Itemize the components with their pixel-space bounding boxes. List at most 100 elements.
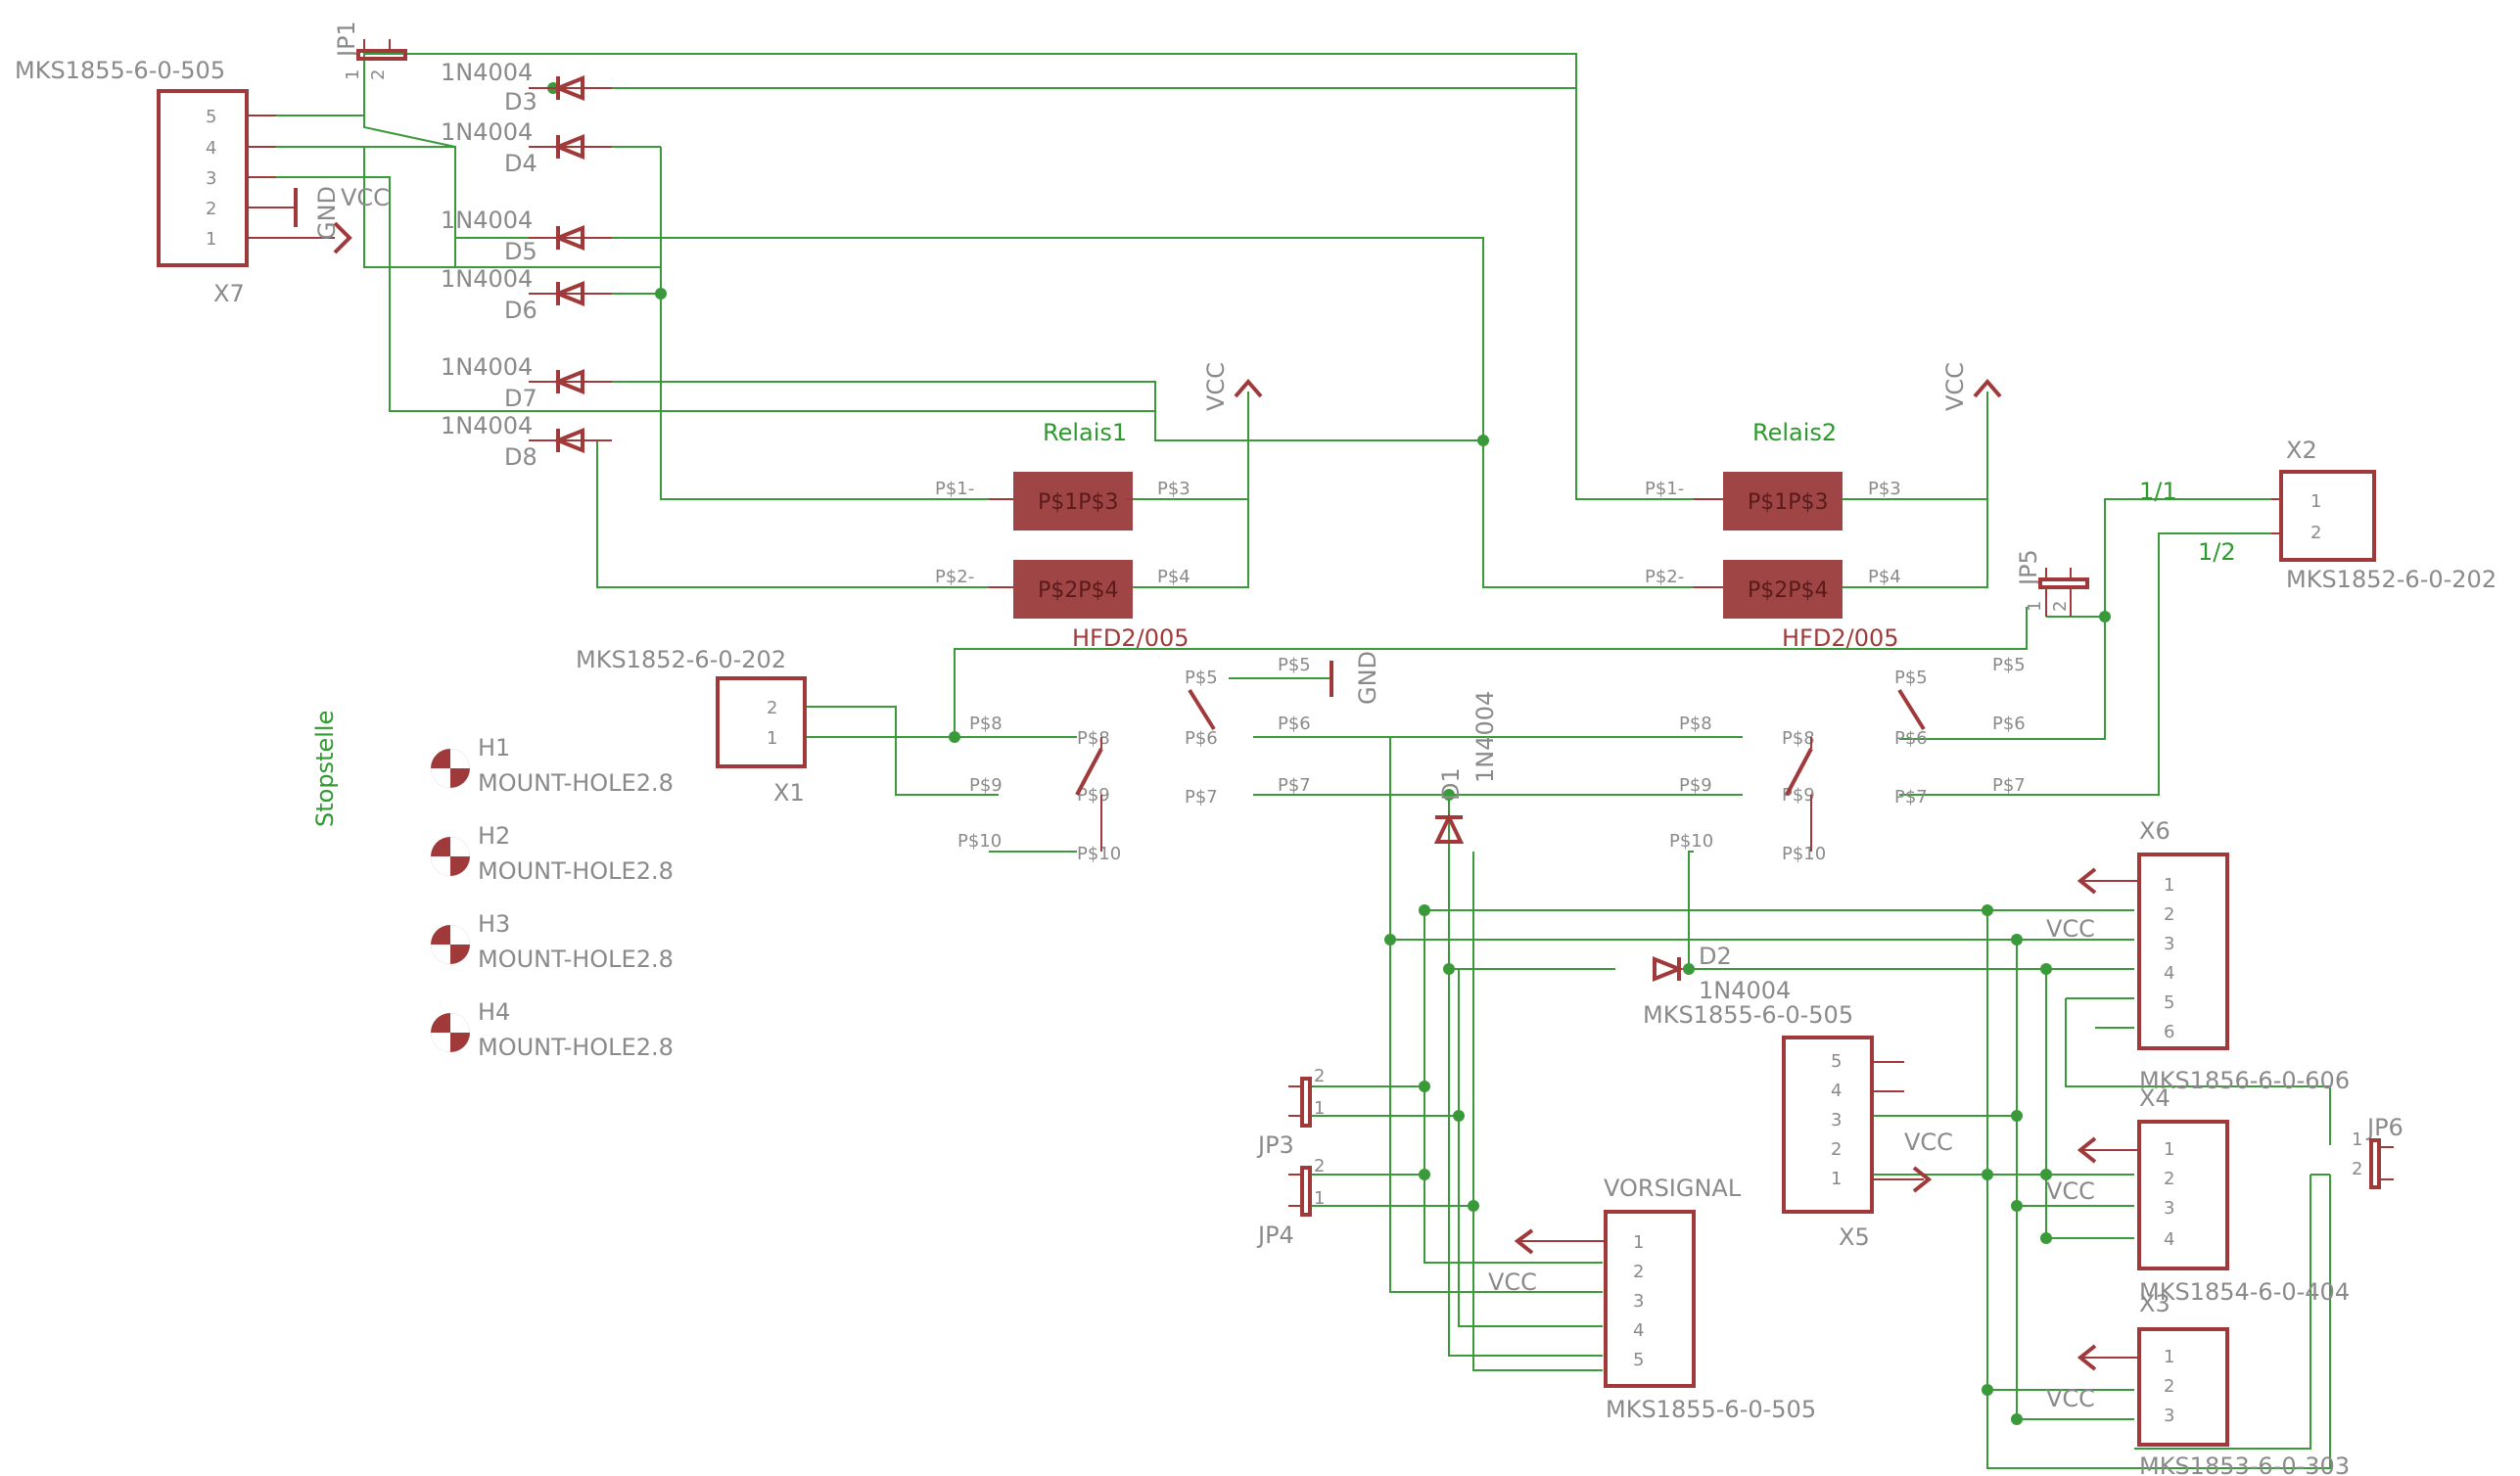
relais2-pin-4: P$4 — [1868, 567, 1901, 587]
h3-name: H3 — [478, 910, 510, 938]
jumper-jp5[interactable]: JP5 1 2 — [2015, 549, 2089, 617]
vcc-label: VCC — [2046, 1177, 2095, 1205]
pin-p7: P$7 — [1185, 787, 1218, 807]
x6-pin-2: 2 — [2164, 904, 2174, 925]
pin-p9: P$9 — [1679, 775, 1712, 796]
x4-pin-2: 2 — [2164, 1169, 2174, 1189]
x3-body — [2137, 1327, 2229, 1447]
vcc-label: VCC — [1202, 362, 1230, 411]
connector-x3[interactable]: X3 1 2 3 VCC MKS1853-6-0-303 — [2046, 1290, 2350, 1476]
h4-name: H4 — [478, 998, 510, 1026]
x2-name: X2 — [2286, 437, 2317, 464]
connector-x7[interactable]: MKS1855-6-0-505 5 4 3 2 1 X7 GND VCC — [15, 57, 390, 307]
diode-d3[interactable]: 1N4004 D3 — [441, 59, 612, 115]
pin-p6: P$6 — [1992, 714, 2026, 734]
junction-dot — [1982, 1169, 1993, 1180]
x2-body — [2279, 470, 2376, 562]
junction-dot — [2040, 1169, 2052, 1180]
vorsignal-pin-2: 2 — [1633, 1262, 1644, 1282]
d1-diode-icon — [1433, 812, 1465, 844]
jumper-jp4[interactable]: 2 1 JP4 — [1256, 1156, 1325, 1249]
vorsignal-value: MKS1855-6-0-505 — [1606, 1396, 1816, 1423]
jumper-jp1[interactable]: JP1 1 2 — [333, 21, 407, 80]
d8-value: 1N4004 — [441, 412, 533, 439]
junction-dot — [1419, 1081, 1430, 1092]
junction-dot — [2040, 1232, 2052, 1244]
junction-dot — [2011, 1200, 2023, 1212]
x2-pin-2: 2 — [2310, 523, 2321, 543]
diode-d5[interactable]: 1N4004 D5 — [441, 207, 612, 265]
d4-name: D4 — [504, 150, 537, 177]
pin-p5: P$5 — [1185, 668, 1218, 688]
x4-body — [2137, 1120, 2229, 1270]
d5-value: 1N4004 — [441, 207, 533, 234]
x4-value: MKS1854-6-0-404 — [2139, 1278, 2350, 1306]
jp1-pin-1: 1 — [343, 69, 363, 80]
jp6-name: JP6 — [2365, 1114, 2403, 1141]
d6-value: 1N4004 — [441, 265, 533, 293]
junction-dot — [1683, 963, 1695, 975]
vcc-label: VCC — [1488, 1268, 1537, 1296]
pin-p8: P$8 — [1077, 728, 1110, 749]
x6-pin-1: 1 — [2164, 875, 2174, 896]
junction-dot — [2099, 611, 2111, 623]
jp3-pin-1: 1 — [1314, 1098, 1325, 1119]
junction-dot — [1453, 1110, 1465, 1122]
jumper-jp6[interactable]: JP6 1 2 — [2352, 1114, 2403, 1189]
relais2-contacts: P$8 P$8 P$9 P$9 P$10 P$10 P$5 P$5 P$6 P$… — [1669, 655, 2026, 864]
pin-p10: P$10 — [957, 831, 1002, 852]
relais2-body-text-b: P$2P$4 — [1748, 578, 1829, 603]
diode-d2[interactable]: D2 1N4004 — [1653, 943, 1791, 1004]
connector-x2[interactable]: X2 1 2 MKS1852-6-0-202 1/1 1/2 — [2139, 437, 2497, 593]
d6-name: D6 — [504, 297, 537, 324]
pin-p5: P$5 — [1992, 655, 2026, 675]
x1-name: X1 — [773, 779, 805, 807]
x5-pin-3: 3 — [1831, 1110, 1842, 1130]
h4-value: MOUNT-HOLE2.8 — [478, 1034, 674, 1061]
diode-d6[interactable]: 1N4004 D6 — [441, 265, 612, 324]
diode-d4[interactable]: 1N4004 D4 — [441, 118, 612, 177]
relais2-pin-2: P$2- — [1645, 567, 1684, 587]
vorsignal-pin-4: 4 — [1633, 1320, 1644, 1341]
diode-d8[interactable]: 1N4004 D8 — [441, 412, 612, 471]
vorsignal-pin-5: 5 — [1633, 1350, 1644, 1370]
x1-pin-1: 1 — [767, 728, 777, 749]
h2-value: MOUNT-HOLE2.8 — [478, 857, 674, 885]
jp4-body — [1300, 1166, 1312, 1217]
connector-x1[interactable]: MKS1852-6-0-202 2 1 X1 — [576, 646, 807, 807]
relais1-pin-4: P$4 — [1157, 567, 1190, 587]
stopstelle-label: Stopstelle — [311, 711, 339, 827]
x4-pin-1: 1 — [2164, 1139, 2174, 1160]
relais2-body-text-a: P$1P$3 — [1748, 490, 1829, 515]
relay-relais2[interactable]: Relais2 P$1P$3 P$2P$4 P$1- P$2- P$3 P$4 … — [1645, 362, 2002, 652]
connector-x4[interactable]: X4 1 2 3 4 VCC MKS1854-6-0-404 — [2046, 1084, 2350, 1306]
relais1-pin-1: P$1- — [935, 479, 974, 499]
d4-value: 1N4004 — [441, 118, 533, 146]
pin-p6: P$6 — [1185, 728, 1218, 749]
relay-relais1[interactable]: Relais1 P$1P$3 P$2P$4 P$1- P$2- P$3 P$4 … — [935, 362, 1263, 652]
x6-pin-3: 3 — [2164, 934, 2174, 954]
vcc-arrow-icon — [1973, 378, 2002, 398]
relais2-pin-3: P$3 — [1868, 479, 1901, 499]
diode-d7[interactable]: 1N4004 D7 — [441, 353, 612, 412]
d8-name: D8 — [504, 443, 537, 471]
relais2-coil-b — [1723, 560, 1843, 619]
x3-pin-3: 3 — [2164, 1406, 2174, 1426]
connector-vorsignal[interactable]: VORSIGNAL 1 2 3 4 5 VCC MKS1855-6-0-505 — [1488, 1175, 1816, 1423]
x3-value: MKS1853-6-0-303 — [2139, 1453, 2350, 1476]
relais1-pin-3: P$3 — [1157, 479, 1190, 499]
connector-x6[interactable]: X6 1 2 3 4 5 6 VCC MKS1856-6-0-606 — [2046, 817, 2350, 1094]
junction-dot — [1384, 934, 1396, 946]
junction-dot — [655, 288, 667, 300]
jp4-pin-1: 1 — [1314, 1188, 1325, 1209]
d2-value: 1N4004 — [1699, 977, 1791, 1004]
pin-p5: P$5 — [1894, 668, 1928, 688]
pin-p9: P$9 — [969, 775, 1003, 796]
pin-p8: P$8 — [969, 714, 1003, 734]
junction-dot — [2011, 934, 2023, 946]
jumper-jp3[interactable]: 2 1 JP3 — [1256, 1066, 1325, 1159]
diode-d1[interactable]: D1 1N4004 — [1433, 691, 1499, 844]
connector-x5[interactable]: MKS1855-6-0-505 5 4 3 2 1 VCC X5 — [1643, 1001, 1953, 1251]
x7-body — [157, 89, 249, 267]
